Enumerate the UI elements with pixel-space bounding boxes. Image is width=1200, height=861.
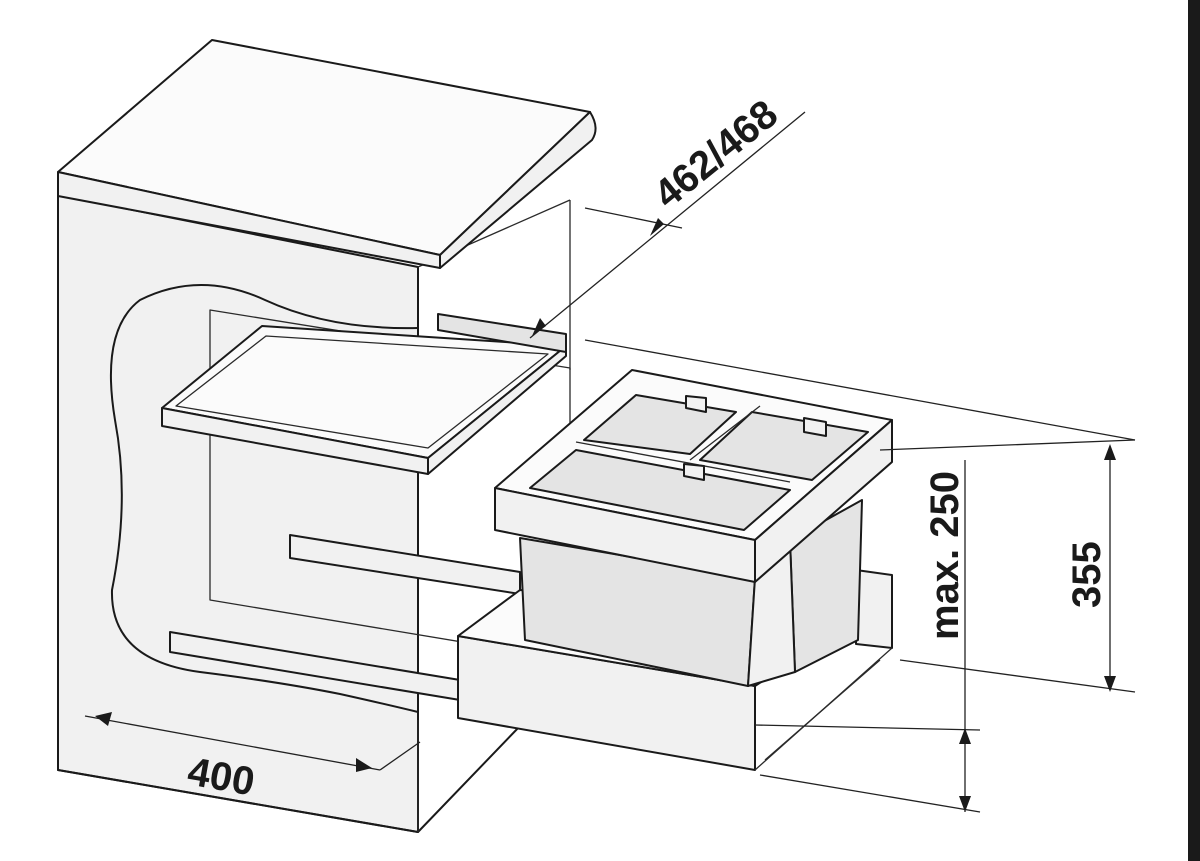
frame-bar — [1188, 0, 1200, 861]
shelf — [161, 325, 567, 475]
bin-height-label: max. 250 — [923, 471, 967, 640]
depth-label: 462/468 — [646, 92, 786, 217]
cabinet-body — [57, 194, 571, 833]
width-dimension — [84, 712, 421, 772]
cutaway-line — [109, 284, 419, 713]
countertop — [57, 39, 597, 269]
total-height-label: 355 — [1065, 541, 1109, 608]
total-height-dimension — [879, 439, 1136, 693]
bin-height-dimension — [754, 460, 981, 813]
depth-dimension — [529, 111, 1136, 441]
upper-rail — [437, 313, 567, 353]
bins — [519, 499, 863, 687]
bin-top-frame — [494, 369, 893, 583]
